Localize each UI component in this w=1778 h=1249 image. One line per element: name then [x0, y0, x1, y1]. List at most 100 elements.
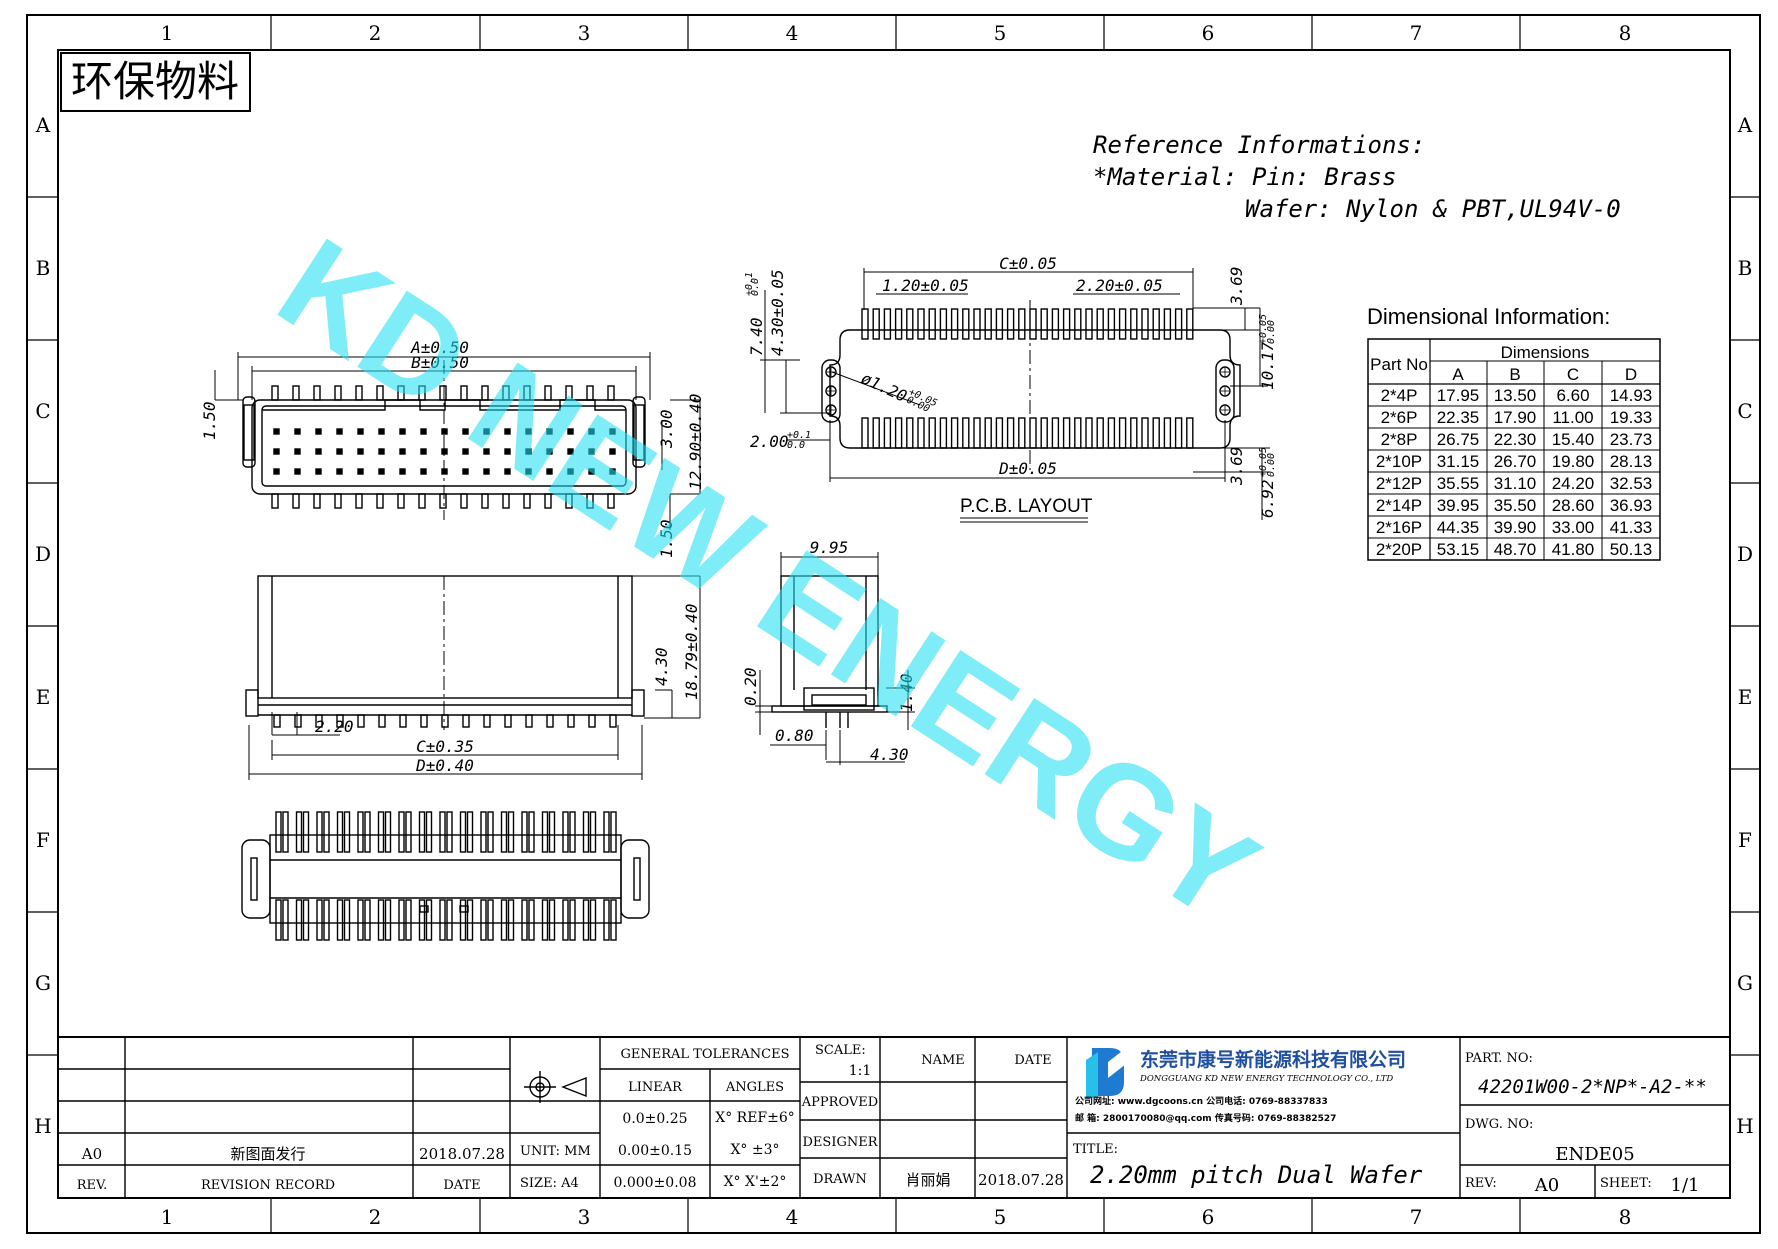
pin	[588, 714, 596, 728]
table-cell: 2*12P	[1376, 474, 1422, 493]
pcb-pad	[1141, 308, 1149, 340]
table-cell: 44.35	[1437, 518, 1480, 537]
pin	[439, 811, 446, 853]
pcb-pad	[1085, 417, 1093, 449]
revision-record-text: 新图面发行	[230, 1145, 305, 1163]
contact-hole	[336, 448, 343, 455]
row-label: C	[1737, 399, 1752, 423]
pin	[569, 811, 576, 853]
pin	[302, 811, 310, 853]
pcb-pad	[950, 417, 959, 449]
pin	[507, 811, 515, 853]
table-cell: 35.50	[1494, 496, 1537, 515]
pin	[397, 493, 405, 509]
top-view-dim-labels: A±0.50 B±0.50 1.50 3.00 12.90±0.40 1.50	[200, 338, 705, 558]
contact-hole	[567, 468, 574, 475]
pin	[446, 811, 453, 853]
pcb-pad	[1186, 308, 1194, 340]
contact-hole	[378, 448, 385, 455]
reference-line-1: Reference Informations:	[1093, 131, 1425, 159]
contact-hole	[294, 448, 301, 455]
rev2-value: A0	[1534, 1175, 1559, 1196]
dim-pcb-430: 4.30±0.05	[768, 269, 787, 356]
contact-hole	[399, 448, 406, 455]
pcb-pad	[1096, 417, 1104, 449]
tol-1017-plus: +0.05	[1258, 314, 1269, 344]
dimensions-header: Dimensions	[1501, 343, 1590, 362]
pin	[316, 811, 323, 853]
contact-hole	[357, 448, 364, 455]
pin	[487, 811, 494, 853]
dim-pcb-hole: ø1.20	[858, 368, 910, 406]
pin	[582, 811, 590, 853]
pcb-pad	[1174, 417, 1183, 449]
pin	[418, 899, 426, 941]
row-label: H	[1736, 1114, 1753, 1138]
pin	[589, 811, 597, 853]
contact-hole	[483, 428, 490, 435]
pin	[525, 714, 533, 728]
pin	[548, 899, 556, 941]
dim-pcb-120: 1.20±0.05	[882, 276, 969, 295]
pcb-hole	[825, 385, 837, 397]
contact-hole	[420, 448, 427, 455]
pin	[418, 493, 426, 509]
contact-hole	[294, 468, 301, 475]
contact-hole	[546, 428, 553, 435]
pin	[441, 714, 449, 728]
bottom-view	[241, 811, 650, 941]
pin	[420, 714, 428, 728]
pin	[271, 385, 279, 401]
contact-hole	[546, 468, 553, 475]
dim-d-side: D±0.40	[415, 756, 474, 775]
tol-740-plus: +0.1	[744, 272, 755, 296]
pin	[541, 811, 549, 853]
contact-hole	[357, 428, 364, 435]
pin	[282, 899, 289, 941]
dim-pcb-369-bottom: 3.69	[1227, 446, 1246, 486]
pcb-pad	[1018, 308, 1026, 340]
col-header-b: B	[1509, 365, 1520, 384]
dim-pcb-740: 7.40	[747, 317, 766, 356]
table-cell: 41.80	[1552, 540, 1595, 559]
table-cell: 39.95	[1437, 496, 1480, 515]
table-cell: 28.13	[1610, 452, 1653, 471]
pcb-pad	[1018, 417, 1026, 449]
pin	[292, 385, 300, 401]
col-header-d: D	[1625, 365, 1637, 384]
column-label: 2	[369, 1205, 382, 1229]
table-cell: 26.75	[1437, 430, 1480, 449]
pin	[334, 493, 342, 509]
pin	[377, 811, 385, 853]
table-cell: 11.00	[1552, 408, 1593, 427]
column-label: 6	[1202, 1205, 1215, 1229]
pcb-pad	[1062, 417, 1071, 449]
pcb-dimensions	[760, 268, 1270, 523]
company-logo-icon	[1086, 1048, 1126, 1098]
pcb-pad	[939, 417, 948, 449]
drawing-title: 2.20mm pitch Dual Wafer	[1090, 1161, 1423, 1189]
pin	[481, 493, 489, 509]
column-label: 5	[994, 21, 1007, 45]
pin	[439, 493, 447, 509]
pcb-pad	[1029, 308, 1037, 340]
pcb-pad	[1152, 308, 1160, 340]
column-label: 7	[1410, 21, 1423, 45]
pin	[460, 493, 468, 509]
table-cell: 36.93	[1610, 496, 1653, 515]
dim-pcb-c: C±0.05	[999, 254, 1057, 273]
table-cell: 2*6P	[1381, 408, 1418, 427]
table-cell: 22.30	[1494, 430, 1537, 449]
size-label: SIZE: A4	[520, 1176, 579, 1191]
dim-b: B±0.50	[411, 353, 469, 372]
pcb-pad	[1085, 308, 1093, 340]
row-label: F	[1738, 828, 1752, 852]
contact-hole	[588, 448, 595, 455]
pcb-pad	[894, 308, 903, 340]
tol-692-plus: +0.05	[1258, 447, 1269, 477]
side-view-dimensions	[248, 575, 701, 780]
dim-pcb-220: 2.20±0.05	[1076, 276, 1163, 295]
company-contact-2: 邮 箱: 2800170080@qq.com 传真号码: 0769-883825…	[1075, 1112, 1336, 1124]
table-cell: 31.15	[1437, 452, 1480, 471]
